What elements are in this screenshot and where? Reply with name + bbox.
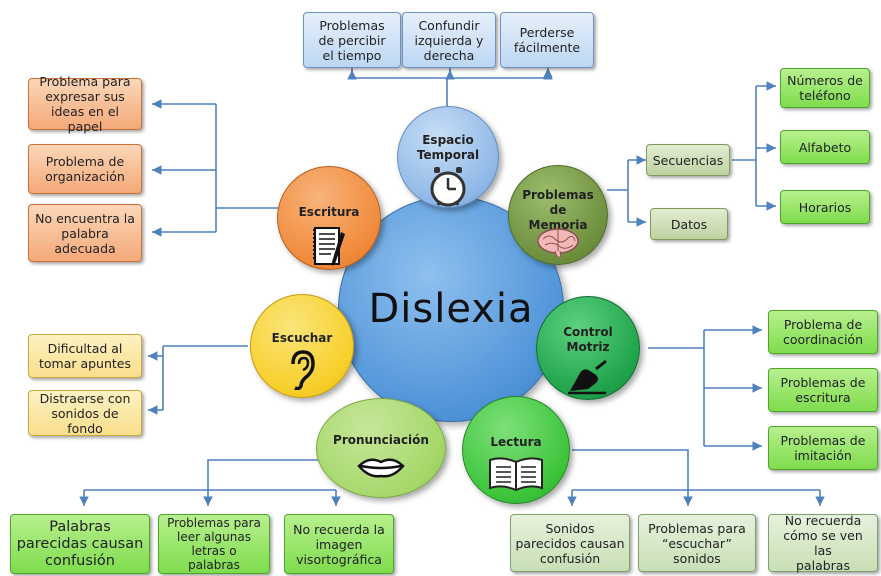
lectura-box-3: No recuerda cómo se ven las palabras [768,513,878,573]
escuchar-box-1: Dificultad al tomar apuntes [28,334,142,378]
node-espacio-temporal: Espacio Temporal [397,106,499,208]
secuencias-box-2: Alfabeto [780,130,870,164]
node-escuchar-label: Escuchar [271,331,333,345]
node-memoria-label: Problemas de Memoria [522,188,594,232]
motriz-box-3: Problemas de imitación [768,426,878,470]
ear-icon [291,350,315,390]
node-escuchar: Escuchar [250,294,354,398]
connector-motriz [648,330,705,446]
secuencias-box-3: Horarios [780,190,870,224]
connector-pronunciacion [84,459,336,491]
node-pronunciacion-label: Pronunciación [333,433,429,447]
node-escritura-label: Escritura [298,205,360,219]
brain-icon [537,228,579,257]
connector-secuencias [732,86,757,206]
node-pronunciacion: Pronunciación [316,398,446,498]
lips-icon [357,458,405,478]
motriz-box-1: Problema de coordinación [768,310,878,354]
escritura-box-1: Problema para expresar sus ideas en el p… [28,74,142,134]
node-control-motriz: Control Motriz [536,296,640,400]
memoria-box-datos: Datos [650,208,728,240]
lectura-box-1: Sonidos parecidos causan confusión [510,514,630,572]
node-problemas-memoria: Problemas de Memoria [508,165,608,265]
secuencias-box-1: Números de teléfono [780,68,870,108]
notepad-icon [313,227,345,266]
connector-escuchar [162,345,248,410]
node-motriz-label: Control Motriz [563,325,613,354]
espacio-box-2: Confundir izquierda y derecha [402,12,496,68]
node-lectura-label: Lectura [490,435,542,449]
memoria-box-secuencias: Secuencias [646,144,730,176]
connector-memoria [607,160,629,222]
escritura-box-3: No encuentra la palabra adecuada [28,204,142,262]
clock-icon [430,167,466,207]
open-book-icon [489,457,543,492]
pronunciacion-box-2: Problemas para leer algunas letras o pal… [158,514,270,574]
escritura-box-2: Problema de organización [28,144,142,194]
connector-lectura [572,449,820,491]
node-escritura: Escritura [277,166,381,270]
hand-writing-icon [568,359,607,395]
lectura-box-2: Problemas para “escuchar” sonidos [638,514,756,572]
espacio-box-3: Perderse fácilmente [500,12,594,68]
node-lectura: Lectura [462,396,570,504]
connector-escritura [215,104,278,232]
motriz-box-2: Problemas de escritura [768,368,878,412]
node-espacio-label: Espacio Temporal [416,133,480,162]
central-title: Dislexia [368,286,534,332]
pronunciacion-box-1: Palabras parecidas causan confusión [10,514,150,574]
pronunciacion-box-3: No recuerda la imagen visortográfica [284,514,394,574]
escuchar-box-2: Distraerse con sonidos de fondo [28,390,142,436]
espacio-box-1: Problemas de percibir el tiempo [303,12,401,68]
